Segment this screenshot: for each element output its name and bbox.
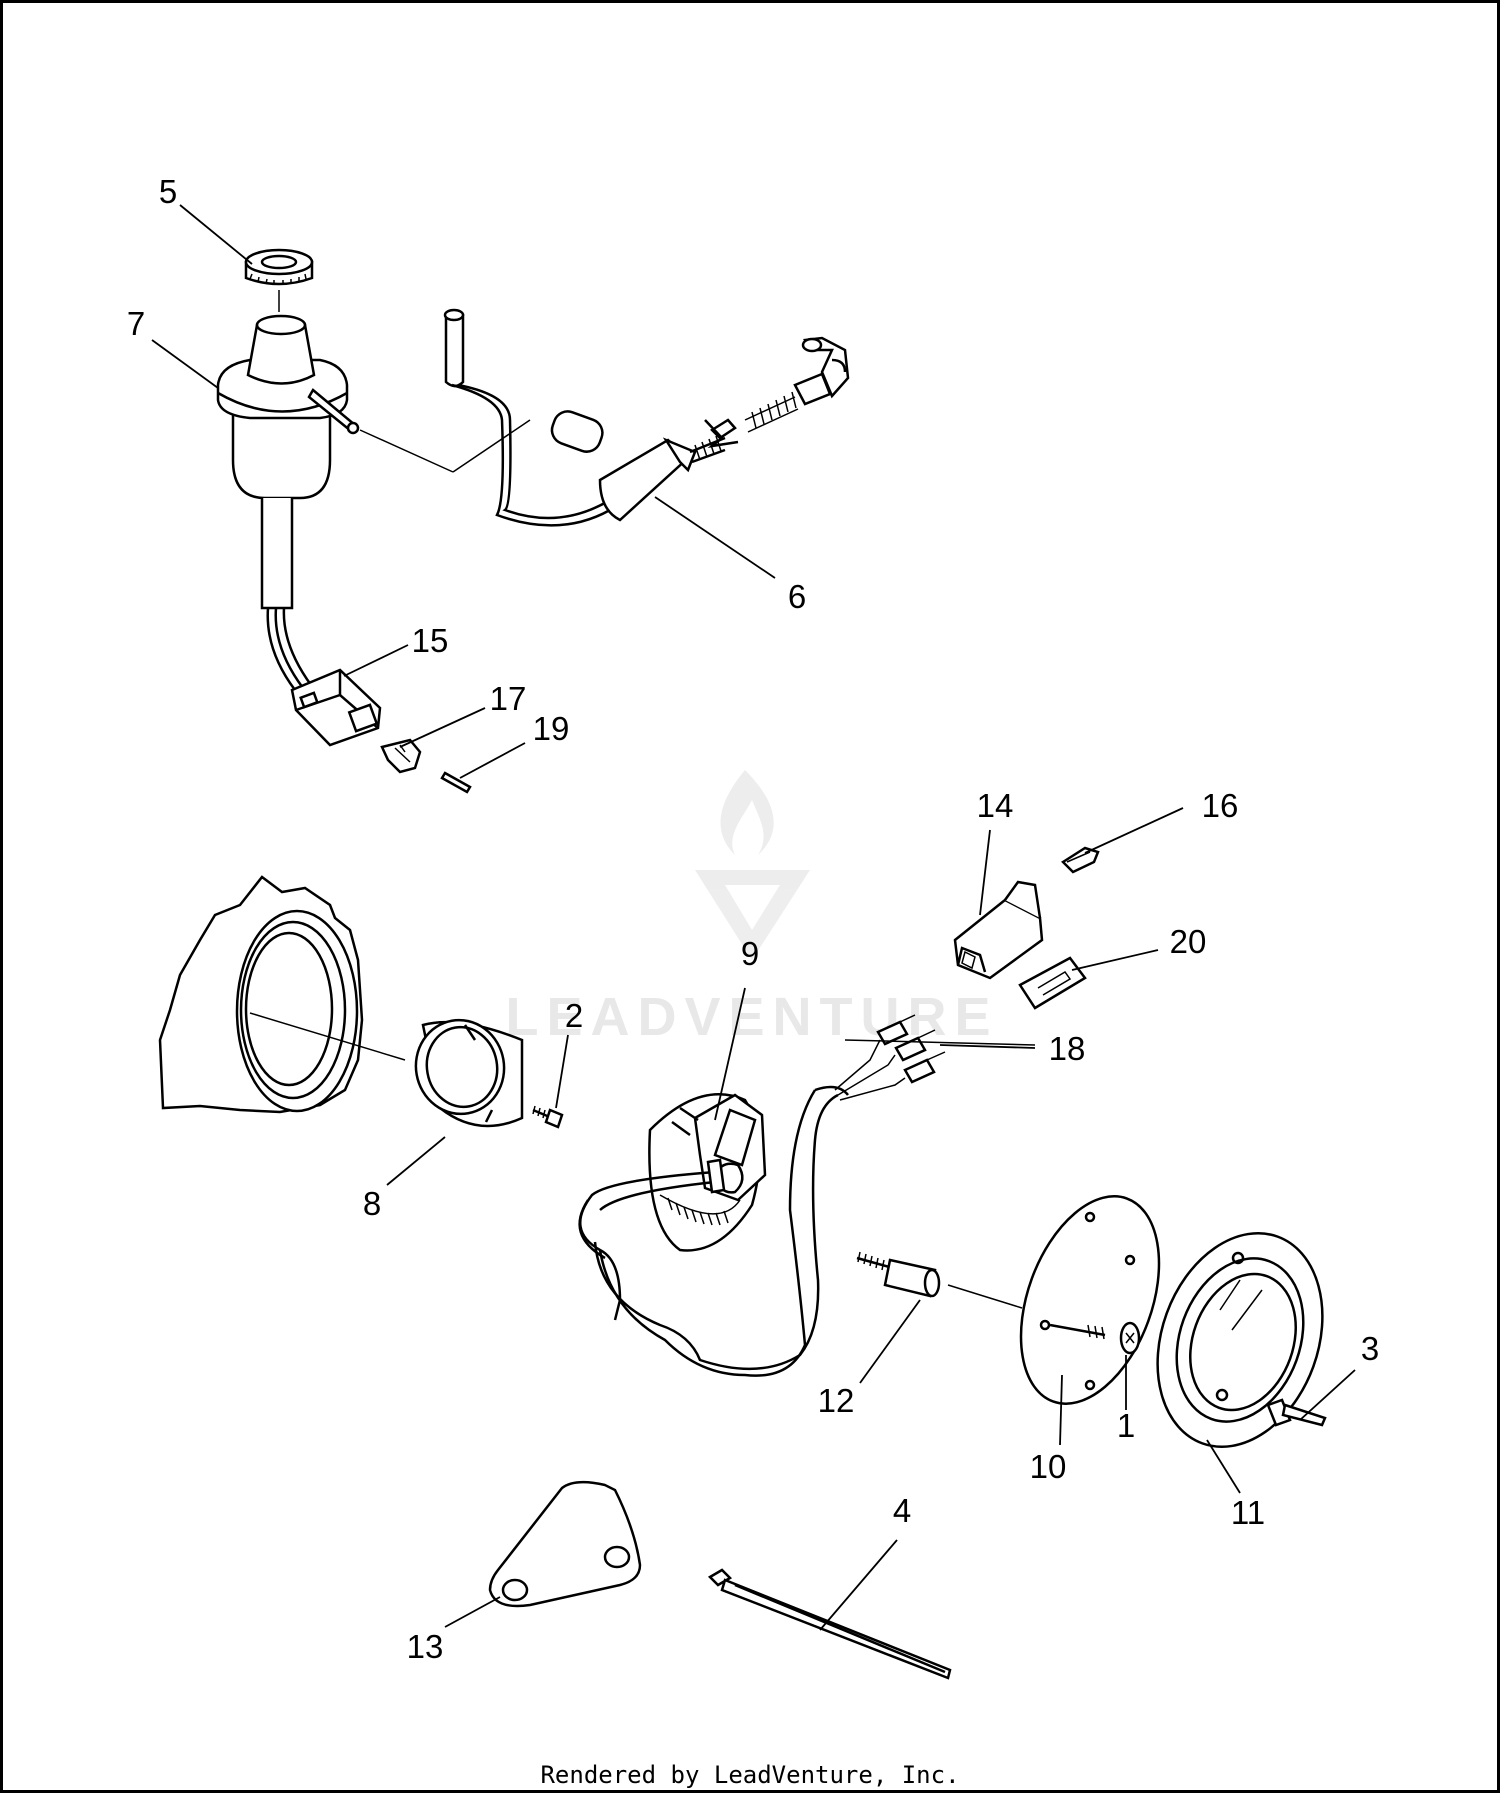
callout-7: 7 (127, 305, 145, 342)
part-9-harness (593, 1014, 946, 1377)
callout-3: 3 (1361, 1330, 1379, 1367)
callout-19: 19 (533, 710, 570, 747)
callout-6: 6 (788, 578, 806, 615)
part-15-connector (266, 607, 382, 747)
housing-cutaway (158, 875, 364, 1114)
part-10-cover-plate (1019, 1195, 1161, 1405)
callout-18: 18 (1049, 1030, 1086, 1067)
part-4-cable-strap (707, 1568, 952, 1680)
part-14-connector (953, 880, 1044, 980)
part-12-stud (856, 1251, 941, 1298)
part-3-pin (1266, 1398, 1327, 1427)
callout-labels: 5 7 6 15 17 19 14 16 20 9 18 2 8 12 1 10… (127, 173, 1379, 1665)
callout-16: 16 (1202, 787, 1239, 824)
part-7-ignition-coil (216, 314, 360, 610)
part-6-spark-plug-cables (443, 308, 850, 527)
footer-credit: Rendered by LeadVenture, Inc. (540, 1761, 959, 1789)
callout-17: 17 (490, 680, 527, 717)
leader-lines (151, 204, 1356, 1631)
callout-15: 15 (412, 622, 449, 659)
part-13-bracket (488, 1480, 642, 1608)
callout-20: 20 (1170, 923, 1207, 960)
part-16-terminal (1061, 846, 1100, 874)
part-19-terminal (440, 771, 472, 794)
part-11-timer-cover (1156, 1231, 1324, 1449)
callout-13: 13 (407, 1628, 444, 1665)
callout-8: 8 (363, 1185, 381, 1222)
watermark-logo (695, 770, 810, 960)
callout-12: 12 (818, 1382, 855, 1419)
callout-2: 2 (565, 997, 583, 1034)
callout-9: 9 (741, 935, 759, 972)
part-20-clip (1018, 956, 1087, 1010)
part-9-sensor-plate (578, 1093, 767, 1321)
part-2-screw (532, 1105, 564, 1129)
part-17-terminal-lock (380, 738, 422, 774)
callout-11: 11 (1231, 1494, 1265, 1531)
callout-1: 1 (1117, 1407, 1135, 1444)
callout-5: 5 (159, 173, 177, 210)
part-5-grommet (244, 248, 314, 286)
part-8-rotor (414, 1018, 524, 1128)
part-1-screw (1049, 1321, 1141, 1355)
callout-14: 14 (977, 787, 1014, 824)
callout-10: 10 (1030, 1448, 1067, 1485)
callout-4: 4 (893, 1492, 911, 1529)
